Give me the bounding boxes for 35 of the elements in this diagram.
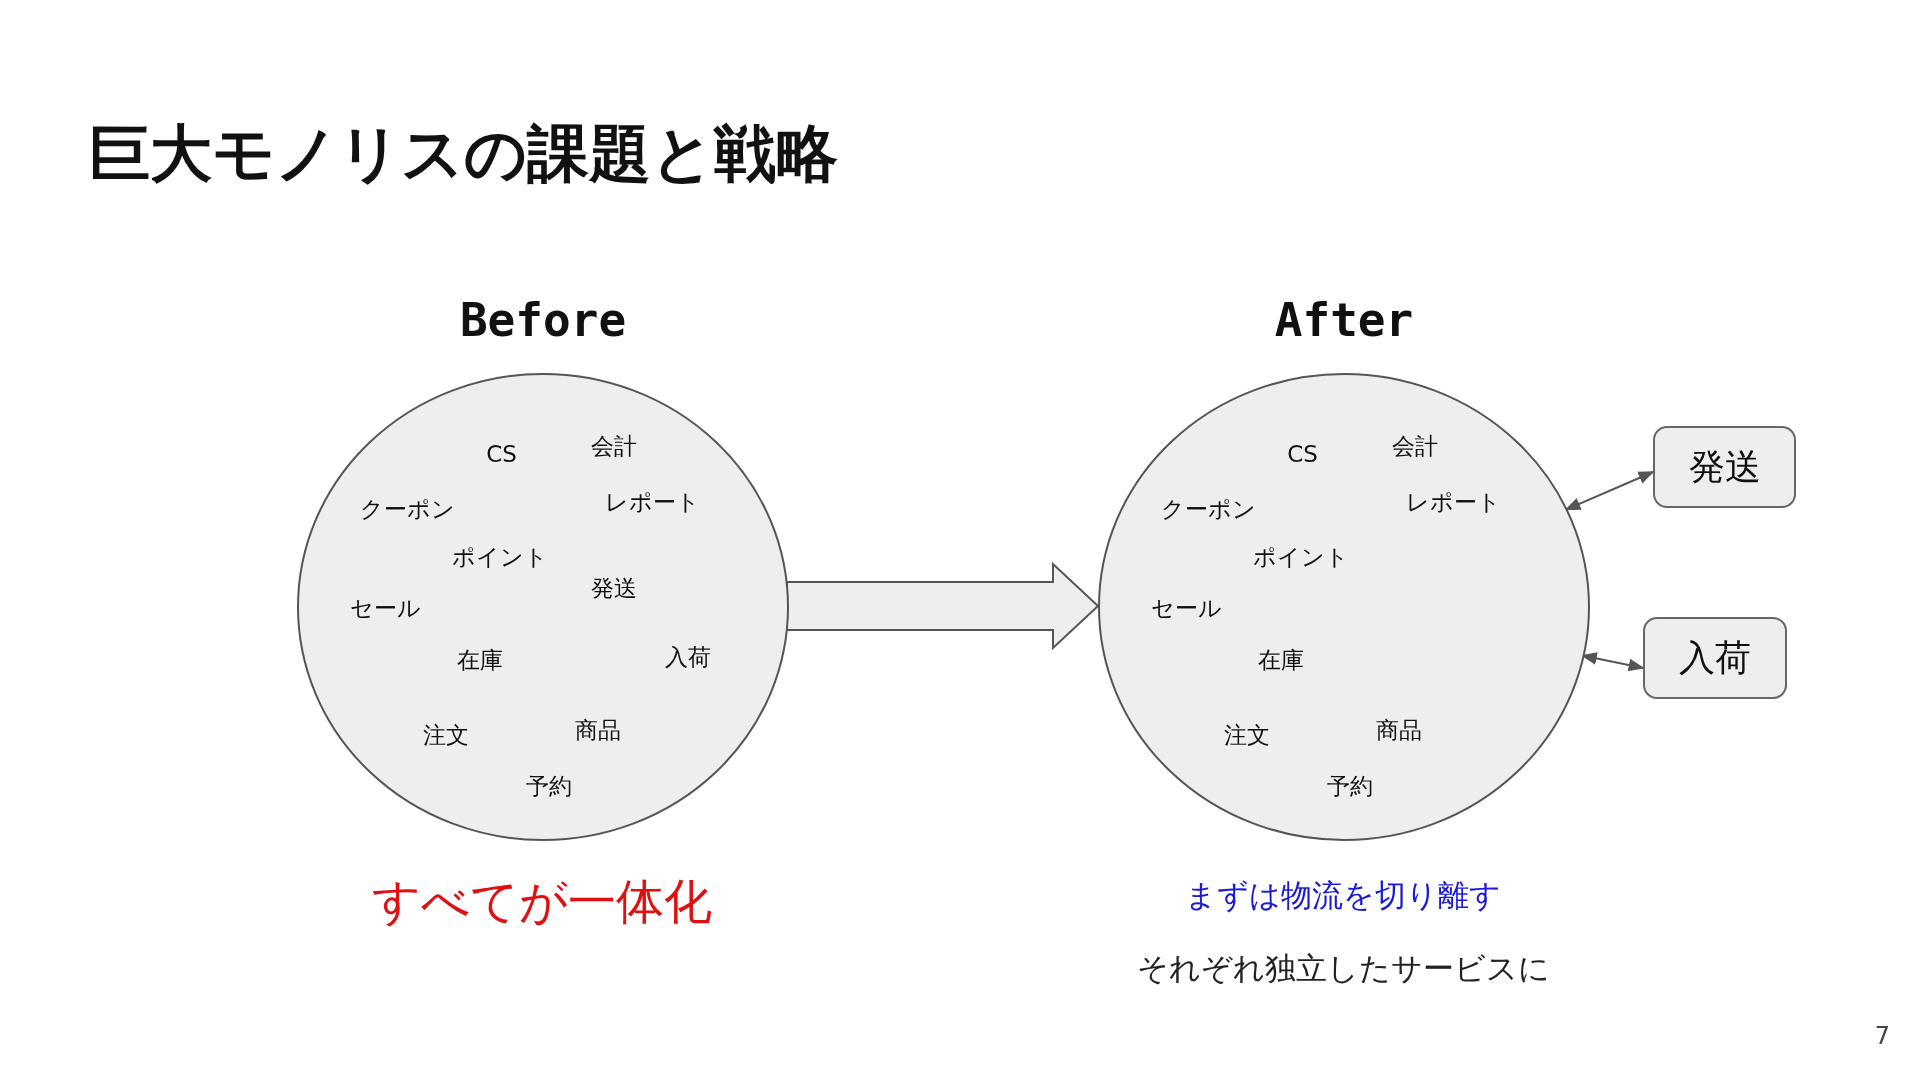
process-box	[1653, 426, 1796, 508]
module-label: CS	[1287, 441, 1318, 468]
module-label: 注文	[423, 720, 470, 750]
module-label: ポイント	[452, 542, 549, 572]
module-label: CS	[486, 441, 517, 468]
module-label: 注文	[1224, 720, 1271, 750]
module-label: 在庫	[456, 645, 503, 675]
circle-heading: Before	[459, 293, 627, 347]
module-label: レポート	[1405, 487, 1501, 517]
caption-text: すべてが一体化	[372, 872, 712, 931]
box-label: 発送	[1688, 444, 1761, 489]
module-label: セール	[349, 593, 421, 623]
slide-title: 巨大モノリスの課題と戦略	[88, 116, 838, 192]
module-label: 予約	[1327, 771, 1374, 801]
module-label: 入荷	[664, 642, 711, 672]
module-label: 商品	[575, 715, 622, 745]
module-label: 在庫	[1257, 645, 1304, 675]
module-label: レポート	[604, 487, 700, 517]
block-arrow	[786, 561, 1100, 651]
module-label: 会計	[591, 431, 638, 461]
module-label: 商品	[1376, 715, 1423, 745]
process-box	[1643, 617, 1787, 699]
caption-text: それぞれ独立したサービスに	[1136, 949, 1550, 988]
module-label: 予約	[526, 771, 573, 801]
caption-text: まずは物流を切り離す	[1185, 876, 1501, 915]
box-label: 入荷	[1679, 635, 1751, 680]
module-label: ポイント	[1253, 542, 1350, 572]
module-label: セール	[1150, 593, 1222, 623]
page-number: 7	[1874, 1022, 1890, 1050]
circle-heading: After	[1274, 293, 1414, 347]
module-label: クーポン	[359, 494, 455, 524]
module-label: 会計	[1392, 431, 1439, 461]
module-label: クーポン	[1160, 494, 1256, 524]
module-label: 発送	[591, 573, 638, 603]
arrow	[1564, 471, 1655, 511]
